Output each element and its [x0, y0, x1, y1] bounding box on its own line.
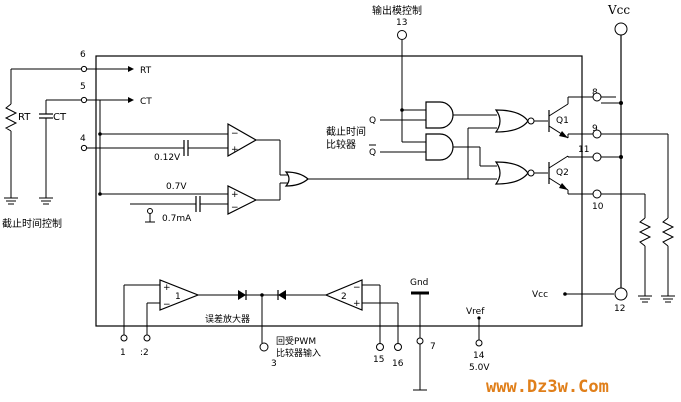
pwm-comparator [227, 185, 258, 215]
pin-4 [80, 144, 88, 152]
svg-text:−: − [231, 203, 239, 213]
nor-gate-2 [494, 161, 529, 185]
vcc-top-terminal [614, 22, 628, 36]
error-amp-1 [159, 279, 200, 311]
pin-9-label: 9 [592, 124, 598, 134]
error-amp-label: 误差放大器 [205, 313, 250, 325]
vcc-inner-label: Vcc [532, 290, 548, 300]
load-resistor-1 [638, 217, 652, 247]
svg-text:+: + [231, 190, 239, 200]
pin-15 [376, 343, 384, 351]
ic-outline [95, 55, 583, 327]
ct-ext-label: CT [53, 112, 67, 123]
vref-label: Vref [466, 307, 485, 317]
q-label: Q [369, 116, 376, 126]
error-amp-2 [324, 279, 363, 311]
v50-label: 5.0V [469, 363, 490, 373]
pin-8 [592, 92, 602, 102]
svg-text:−: − [231, 129, 239, 139]
pin-4-label: 4 [80, 134, 86, 144]
rt-pin-label: RT [140, 66, 152, 76]
fb-label-2: 比较器输入 [276, 347, 321, 359]
pin-13-label: 13 [396, 18, 407, 28]
qbar-label: Q [369, 148, 376, 158]
deadtime-comp-label-1: 截止时间 [326, 125, 366, 138]
pin-10 [592, 189, 602, 199]
pin-5 [80, 96, 88, 104]
pin-16-label: 16 [392, 359, 404, 369]
deadtime-comp-label-2: 比较器 [326, 138, 356, 151]
pin-12-label: 12 [614, 304, 625, 314]
and-gate-2 [425, 133, 454, 161]
pin-11 [592, 152, 602, 162]
q1-label: Q1 [556, 116, 569, 126]
deadtime-comparator [227, 122, 258, 158]
amp-1-label: 1 [175, 292, 181, 302]
fb-label-1: 回受PWM [276, 335, 316, 347]
pin-14-label: 14 [473, 351, 485, 361]
svg-text:−: − [163, 300, 171, 310]
pin-10-label: 10 [592, 202, 604, 212]
nor-gate-1 [494, 109, 529, 133]
or-gate-comparators [284, 171, 309, 187]
pin-14 [475, 339, 483, 347]
load-resistor-2 [661, 217, 675, 247]
pin-2-label: :2 [140, 348, 149, 358]
pin-2 [143, 334, 151, 342]
pin-15-label: 15 [373, 355, 384, 365]
watermark-text: www.Dz3w.Com [486, 377, 609, 397]
output-control-label: 输出模控制 [372, 4, 422, 17]
pin-16 [394, 343, 402, 351]
svg-text:+: + [353, 299, 361, 309]
vcc-top-label: Vcc [607, 3, 630, 17]
pin-7 [416, 337, 424, 345]
v07-label: 0.7V [166, 182, 187, 192]
svg-text:+: + [231, 145, 239, 155]
pin-11-label: 11 [578, 145, 589, 155]
and-gate-1 [425, 101, 454, 129]
gnd-label: Gnd [410, 278, 428, 288]
pin-12 [614, 287, 628, 301]
svg-text:+: + [163, 283, 171, 293]
pin-3 [259, 342, 269, 352]
pin-1-label: 1 [120, 348, 126, 358]
q2-label: Q2 [556, 168, 569, 178]
pin-1 [120, 334, 128, 342]
diode-1 [238, 290, 246, 300]
deadtime-control-label: 截止时间控制 [2, 217, 62, 230]
pin-6-label: 6 [80, 50, 86, 60]
rt-resistor [4, 103, 18, 132]
amp-2-label: 2 [341, 292, 347, 302]
pin-9 [592, 129, 602, 139]
rt-ext-label: RT [18, 112, 31, 123]
diode-2 [278, 290, 286, 300]
ma07-label: 0.7mA [162, 214, 192, 224]
ct-pin-label: CT [140, 97, 152, 107]
v012-label: 0.12V [154, 153, 181, 163]
pin-5-label: 5 [80, 82, 86, 92]
pin-6 [80, 65, 88, 73]
pin-7-label: 7 [430, 342, 436, 352]
pin-3-label: 3 [271, 359, 277, 369]
svg-text:−: − [353, 283, 361, 293]
pin-13 [397, 30, 407, 40]
